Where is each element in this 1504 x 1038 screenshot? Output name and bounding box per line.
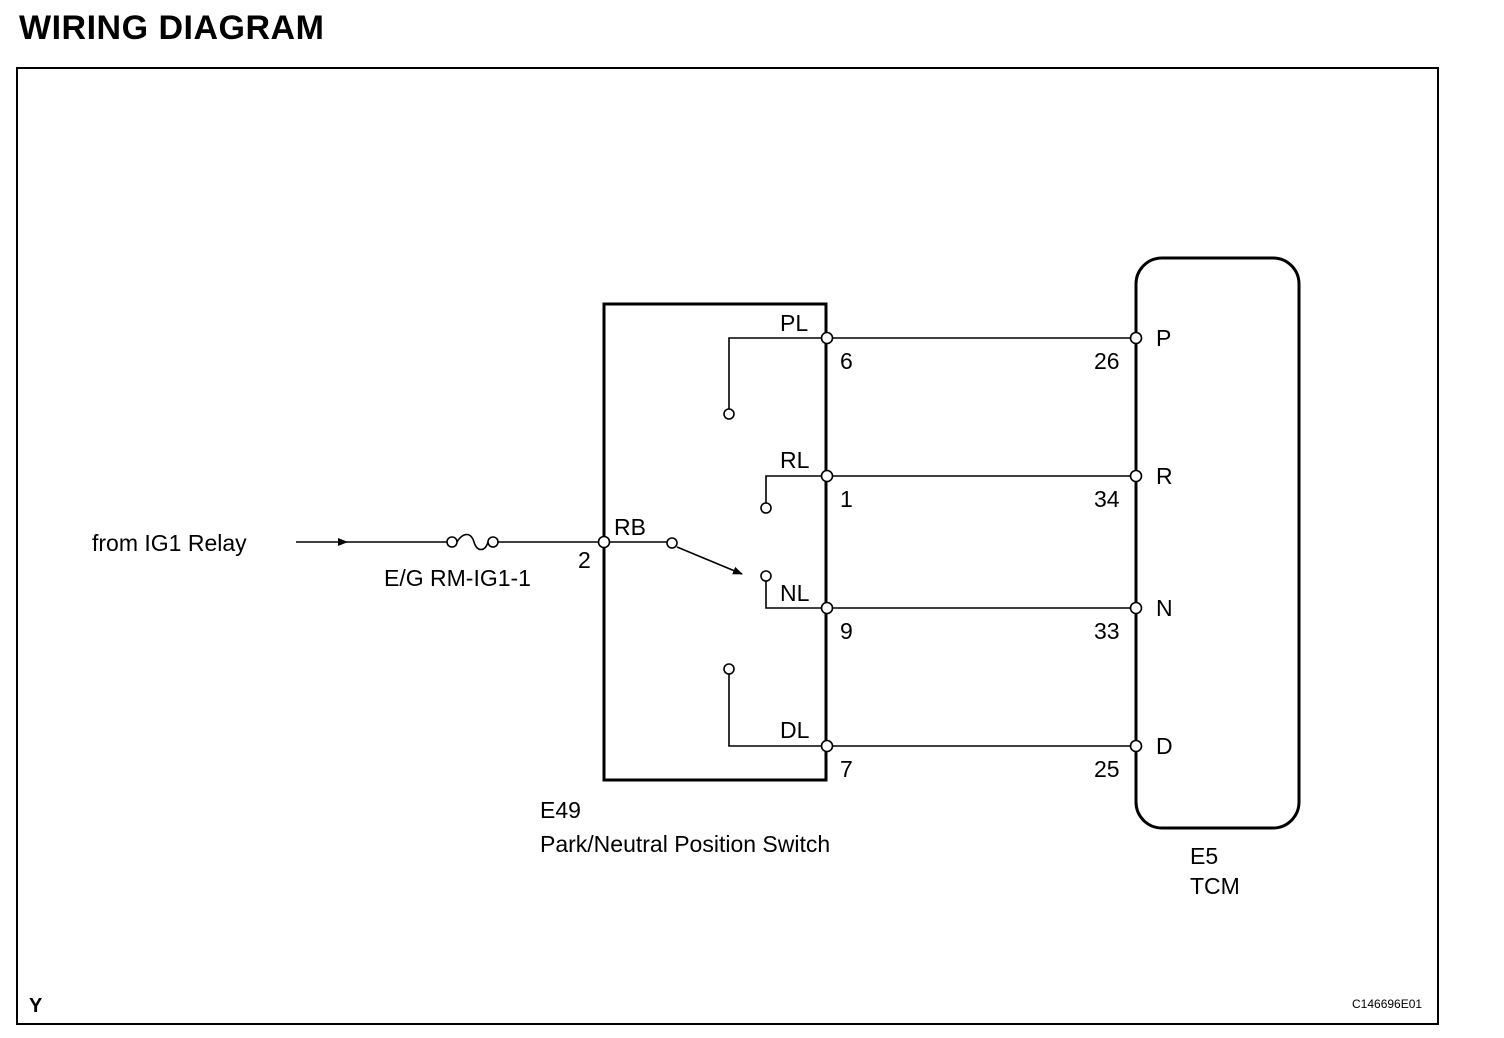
switch-input-terminal: [597, 535, 611, 549]
fuse-icon: [446, 533, 499, 551]
switch-input-pin: 2: [578, 547, 591, 573]
switch-output-label-dl: DL: [780, 717, 810, 743]
figure-id: C146696E01: [1352, 997, 1422, 1011]
switch-contact-arm: [676, 546, 743, 575]
tcm-input-label-p: P: [1156, 325, 1171, 351]
contact-rl-terminal: [760, 502, 772, 514]
switch-output-label-rl: RL: [780, 447, 810, 473]
switch-pivot: [666, 537, 678, 549]
contact-nl: [765, 581, 822, 609]
tcm-code: E5: [1190, 843, 1218, 869]
switch-terminal-nl: [820, 601, 834, 615]
switch-name: Park/Neutral Position Switch: [540, 831, 830, 857]
diagram-frame: [16, 67, 1439, 1025]
tcm-input-label-r: R: [1156, 463, 1173, 489]
switch-pin-pl: 6: [840, 348, 853, 374]
switch-pin-rl: 1: [840, 486, 853, 512]
switch-output-label-pl: PL: [780, 310, 808, 336]
switch-code: E49: [540, 797, 581, 823]
tcm-pin-p: 26: [1094, 348, 1120, 374]
tcm-terminal-d: [1129, 739, 1143, 753]
contact-nl-terminal: [760, 570, 772, 582]
tcm-body: [1134, 256, 1301, 830]
tcm-terminal-n: [1129, 601, 1143, 615]
contact-rl: [765, 475, 822, 503]
switch-terminal-rl: [820, 469, 834, 483]
switch-pin-nl: 9: [840, 618, 853, 644]
tcm-terminal-r: [1129, 469, 1143, 483]
contact-dl-terminal: [723, 663, 735, 675]
switch-terminal-pl: [820, 331, 834, 345]
contact-dl: [728, 674, 822, 747]
tcm-input-label-d: D: [1156, 733, 1173, 759]
tcm-name: TCM: [1190, 873, 1240, 899]
tcm-pin-r: 34: [1094, 486, 1120, 512]
switch-terminal-dl: [820, 739, 834, 753]
contact-pl-terminal: [723, 408, 735, 420]
contact-pl: [728, 337, 822, 409]
switch-input-label: RB: [614, 514, 646, 540]
tcm-pin-d: 25: [1094, 756, 1120, 782]
fuse-label: E/G RM-IG1-1: [384, 565, 531, 591]
tcm-pin-n: 33: [1094, 618, 1120, 644]
switch-pin-dl: 7: [840, 756, 853, 782]
source-label: from IG1 Relay: [92, 530, 247, 556]
switch-output-label-nl: NL: [780, 580, 810, 606]
tcm-input-label-n: N: [1156, 595, 1173, 621]
page-title: WIRING DIAGRAM: [19, 9, 325, 47]
tcm-terminal-p: [1129, 331, 1143, 345]
footer-left: Y: [29, 995, 43, 1017]
